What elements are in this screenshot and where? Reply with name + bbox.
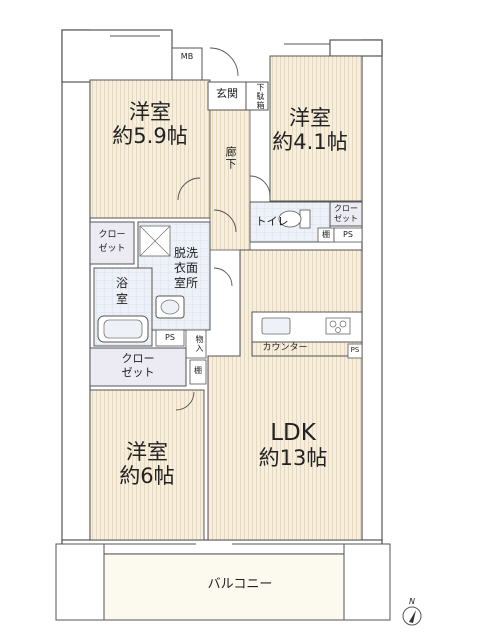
- floor-western-2: [269, 55, 363, 202]
- storage-box: [185, 329, 207, 359]
- balcony-label: バルコニー: [207, 577, 273, 592]
- western-3-label: 洋室約6帖: [119, 440, 175, 489]
- toilet-label: トイレ: [255, 215, 289, 228]
- floor-western-3: [89, 389, 205, 541]
- stove: [325, 317, 351, 335]
- window-marks: [92, 35, 356, 545]
- floor-hallway: [209, 109, 251, 251]
- shoe-box-label: 下駄箱: [256, 83, 265, 110]
- ps-1-label: PS: [165, 333, 175, 342]
- storage-label: 物入: [195, 335, 204, 353]
- closet-3: [89, 347, 187, 387]
- door-swings: [175, 47, 271, 411]
- ps-box-3: [347, 343, 363, 359]
- floor-balcony: [85, 553, 363, 621]
- shoe-box: [245, 81, 269, 111]
- closet-3-label: クローゼット: [121, 352, 155, 379]
- closet-2: [329, 201, 363, 227]
- compass-icon: [402, 606, 422, 626]
- walls: [61, 29, 383, 571]
- ps-2-label: PS: [343, 230, 353, 239]
- western-2-label: 洋室約4.1帖: [272, 106, 348, 155]
- sink: [261, 317, 291, 335]
- mb-box: [171, 47, 203, 81]
- compass-label: N: [409, 597, 415, 606]
- closet-1: [89, 221, 135, 265]
- mb-label: MB: [180, 52, 194, 61]
- ps-3-label: PS: [350, 346, 360, 354]
- shelf-2-label: 棚: [322, 230, 330, 239]
- ps-box-2: [333, 227, 363, 243]
- western-1-label: 洋室約5.9帖: [112, 100, 188, 149]
- counter-label: カウンター: [262, 343, 308, 353]
- hallway-label: 廊下: [224, 146, 237, 170]
- washroom-label: 脱洗衣面室所: [173, 246, 198, 290]
- ps-box-1: [155, 329, 185, 347]
- closet-1-label: クローゼット: [98, 230, 126, 254]
- bath-label: 浴室: [115, 276, 128, 306]
- toilet-fixture: [278, 209, 311, 229]
- floor-western-1: [89, 79, 211, 219]
- closet-2-label: クローゼット: [334, 204, 358, 223]
- floor-entrance: [207, 81, 247, 111]
- shelf-1-box: [189, 359, 207, 385]
- shelf-1-label: 棚: [194, 366, 202, 375]
- entrance-label: 玄関: [216, 87, 238, 100]
- floor-ldk: [207, 249, 363, 541]
